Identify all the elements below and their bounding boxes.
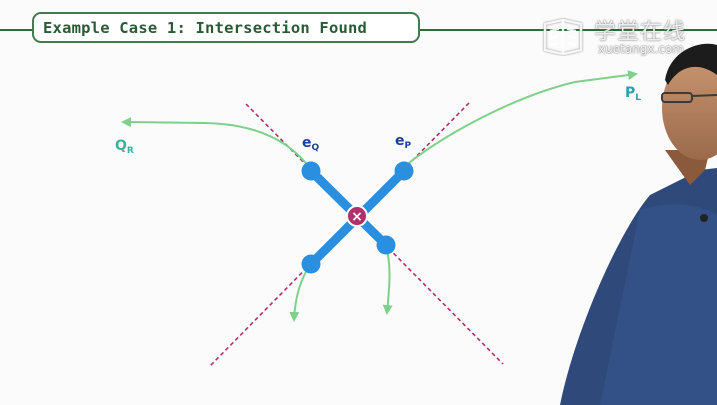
presenter-figure [560, 43, 717, 405]
watermark-brand-url: xuetangx.com [598, 42, 684, 56]
edge-ep-end-vertex [301, 254, 321, 274]
chain-arrow-p-down [382, 245, 393, 315]
label-edge-p-main: e [395, 133, 405, 149]
label-p-l-main: P [625, 85, 636, 101]
edge-eq [306, 166, 391, 250]
book-logo-icon [543, 18, 583, 56]
label-p-l: PL [625, 85, 641, 103]
label-edge-q-sub: Q [311, 143, 320, 153]
slide-title-box: Example Case 1: Intersection Found [32, 12, 420, 43]
label-edge-q-main: e [302, 135, 312, 151]
intersection-marker-glyph: × [351, 209, 363, 225]
label-q-r-sub: R [126, 146, 134, 156]
label-edge-p: eP [395, 133, 411, 151]
label-q-r-main: Q [115, 138, 127, 154]
slide-title: Example Case 1: Intersection Found [43, 18, 368, 37]
watermark-brand-cn: 学堂在线 [594, 20, 687, 45]
edge-eq-end-vertex [376, 235, 396, 255]
intersection-marker [346, 205, 368, 227]
chain-arrow-p-l [404, 70, 638, 167]
label-q-r: QR [115, 138, 134, 156]
label-edge-q: eQ [302, 135, 319, 153]
label-p-l-sub: L [635, 93, 642, 103]
edge-eq-start-vertex [301, 161, 321, 181]
watermark-logo: 学堂在线 xuetangx.com [542, 14, 708, 60]
label-edge-p-sub: P [404, 141, 412, 151]
edge-ep-start-vertex [394, 161, 414, 181]
chain-arrow-q-r [121, 117, 312, 171]
